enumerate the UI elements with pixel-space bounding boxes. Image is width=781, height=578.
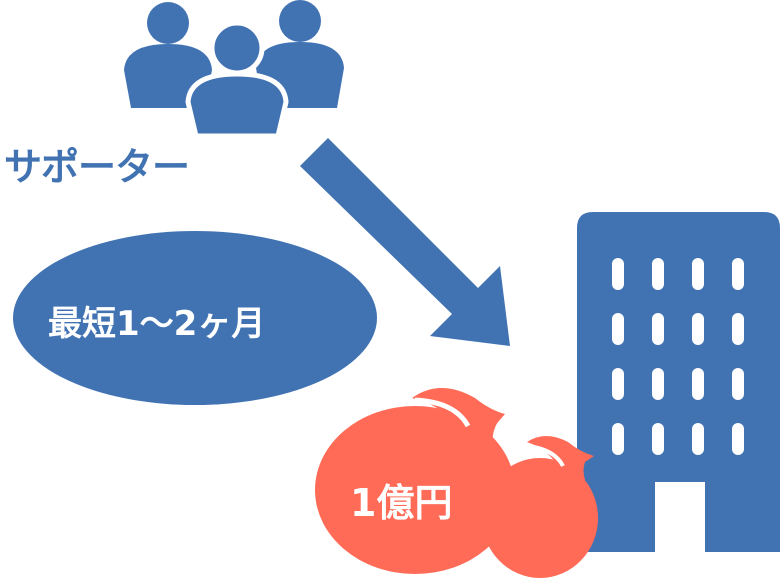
supporter-label: サポーター	[4, 145, 190, 189]
amount-label: 1億円	[350, 481, 453, 525]
period-ellipse	[13, 231, 377, 405]
people-group-icon	[124, 0, 344, 139]
period-label: 最短1〜2ヶ月	[48, 304, 266, 344]
arrow-down-right-icon	[300, 138, 510, 346]
office-building-icon	[577, 212, 780, 552]
